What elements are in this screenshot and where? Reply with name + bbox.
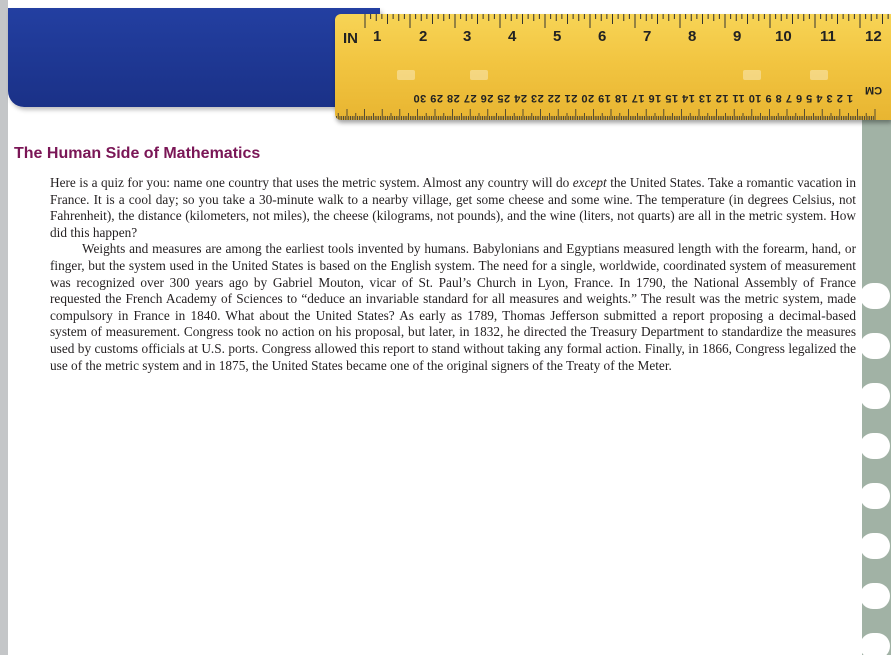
ruler-inch-number: 5 — [553, 28, 562, 45]
binder-hole — [860, 533, 890, 559]
ruler-inch-number: 6 — [598, 28, 607, 45]
paragraph-text: the United States. Take a romantic vacat… — [50, 175, 856, 240]
ruler-inch-number: 7 — [643, 28, 652, 45]
ruler-inch-label: IN — [343, 30, 358, 47]
ruler-notch — [810, 70, 828, 80]
ruler-inch-number: 4 — [508, 28, 517, 45]
binder-hole — [860, 433, 890, 459]
binder-hole — [860, 633, 890, 659]
ruler-inch-number: 9 — [733, 28, 742, 45]
ruler-notch — [743, 70, 761, 80]
binder-hole — [860, 283, 890, 309]
binder-hole — [860, 333, 890, 359]
paragraph: Weights and measures are among the earli… — [50, 241, 856, 373]
ruler-inch-number: 10 — [775, 28, 792, 45]
header-banner — [8, 8, 380, 107]
ruler-ticks — [336, 14, 889, 120]
ruler-inch-number: 8 — [688, 28, 697, 45]
ruler-illustration: IN 1 2 3 4 5 6 7 8 9 10 11 12 1 2 3 4 5 … — [335, 14, 891, 120]
ruler-cm-numbers: 1 2 3 4 5 6 7 8 9 10 11 12 13 14 15 16 1… — [412, 92, 853, 104]
ruler-inch-number: 3 — [463, 28, 472, 45]
emphasis-text: except — [572, 175, 607, 190]
binder-hole — [860, 583, 890, 609]
binder-hole — [860, 483, 890, 509]
ruler-cm-label: CM — [865, 84, 883, 96]
ruler-inch-number: 12 — [865, 28, 882, 45]
ruler-inch-number: 1 — [373, 28, 382, 45]
ruler-notch — [397, 70, 415, 80]
body-text: Here is a quiz for you: name one country… — [50, 175, 856, 374]
paragraph: Here is a quiz for you: name one country… — [50, 175, 856, 241]
ruler-inch-number: 2 — [419, 28, 428, 45]
paragraph-text: Here is a quiz for you: name one country… — [50, 175, 573, 190]
ruler-inch-number: 11 — [820, 28, 836, 45]
binder-hole — [860, 383, 890, 409]
ruler-notch — [470, 70, 488, 80]
section-title: The Human Side of Mathematics — [14, 145, 261, 162]
left-margin-bar — [0, 0, 8, 655]
